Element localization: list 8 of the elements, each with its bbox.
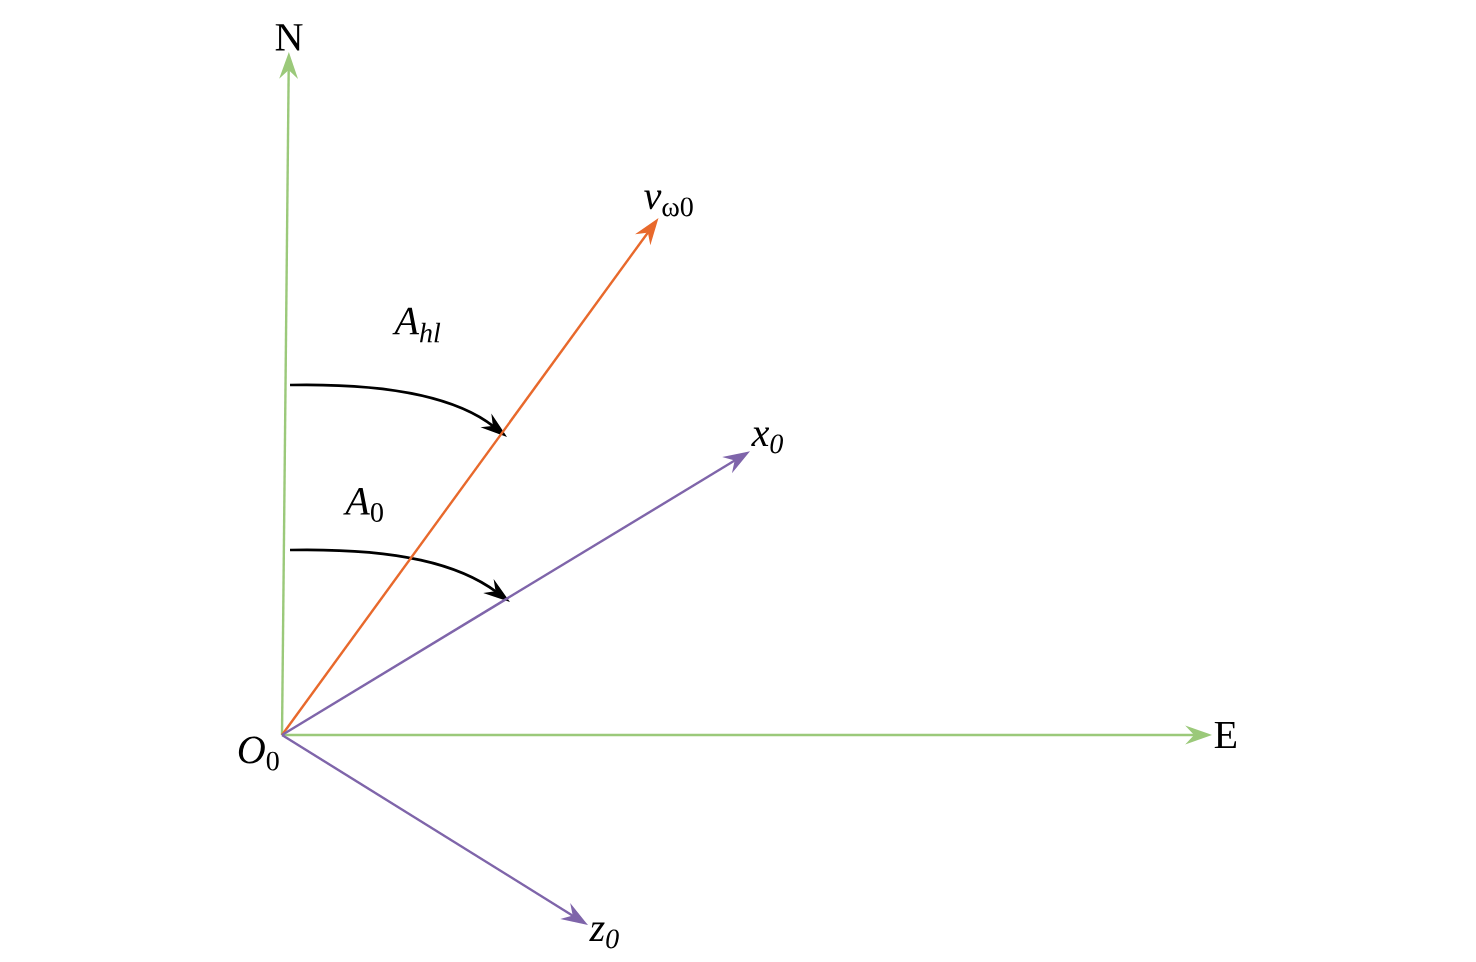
vector-label: x$_{0}$: [751, 427, 783, 454]
origin-label: O$_{0}$: [238, 736, 279, 771]
axis-label: E: [1214, 721, 1237, 749]
vector-label: v$_{ω0}$: [644, 190, 693, 217]
angle-label: A$_{hl}$: [392, 307, 441, 343]
axis-label: N: [275, 24, 303, 51]
angle-label: A$_{0}$: [343, 488, 383, 522]
vector-label: z$_{0}$: [589, 922, 619, 949]
